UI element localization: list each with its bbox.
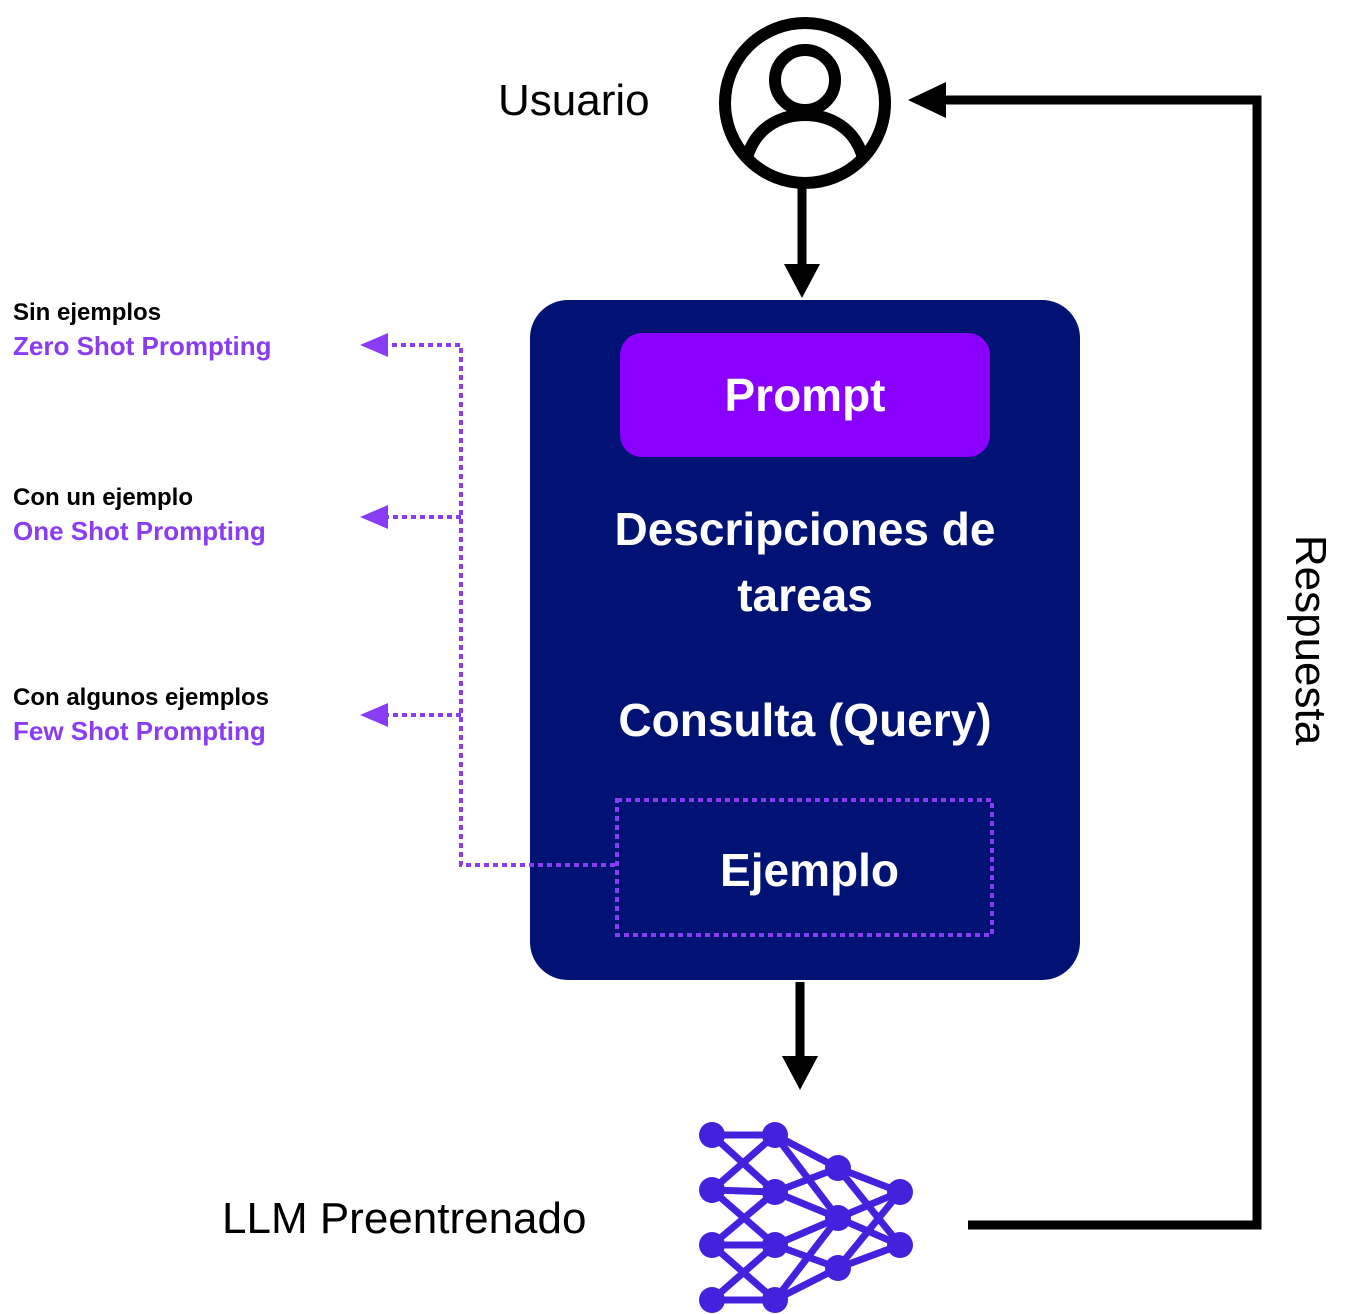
llm-label: LLM Preentrenado	[222, 1194, 587, 1243]
technique-name: Few Shot Prompting	[13, 716, 266, 746]
prompt-title: Prompt	[724, 369, 886, 421]
arrow-zero-shot	[360, 333, 388, 357]
prompt-header: Prompt	[620, 333, 990, 457]
arrow-user-to-prompt	[784, 188, 820, 298]
arrow-prompt-to-llm	[782, 982, 818, 1090]
technique-title: Con un ejemplo	[13, 484, 193, 511]
example-text: Ejemplo	[720, 844, 899, 896]
response-feedback-arrow	[908, 82, 1262, 1230]
example-dashed-box	[615, 798, 994, 937]
technique-name: One Shot Prompting	[13, 516, 266, 546]
neural-network-icon	[699, 1122, 913, 1313]
arrow-one-shot	[360, 505, 388, 529]
technique-name: Zero Shot Prompting	[13, 331, 272, 361]
response-label: Respuesta	[1286, 534, 1335, 746]
technique-one-shot: Con un ejemplo One Shot Prompting	[13, 484, 266, 547]
prompt-panel	[530, 300, 1080, 980]
user-label: Usuario	[498, 76, 650, 125]
technique-zero-shot: Sin ejemplos Zero Shot Prompting	[13, 299, 272, 362]
user-icon	[719, 17, 891, 189]
technique-connectors	[388, 343, 615, 867]
query-text: Consulta (Query)	[618, 694, 992, 746]
task-descriptions-text: Descripciones de tareas	[614, 503, 996, 621]
technique-title: Sin ejemplos	[13, 299, 162, 326]
technique-few-shot: Con algunos ejemplos Few Shot Prompting	[13, 684, 269, 747]
arrow-few-shot	[360, 703, 388, 727]
technique-title: Con algunos ejemplos	[13, 684, 270, 711]
